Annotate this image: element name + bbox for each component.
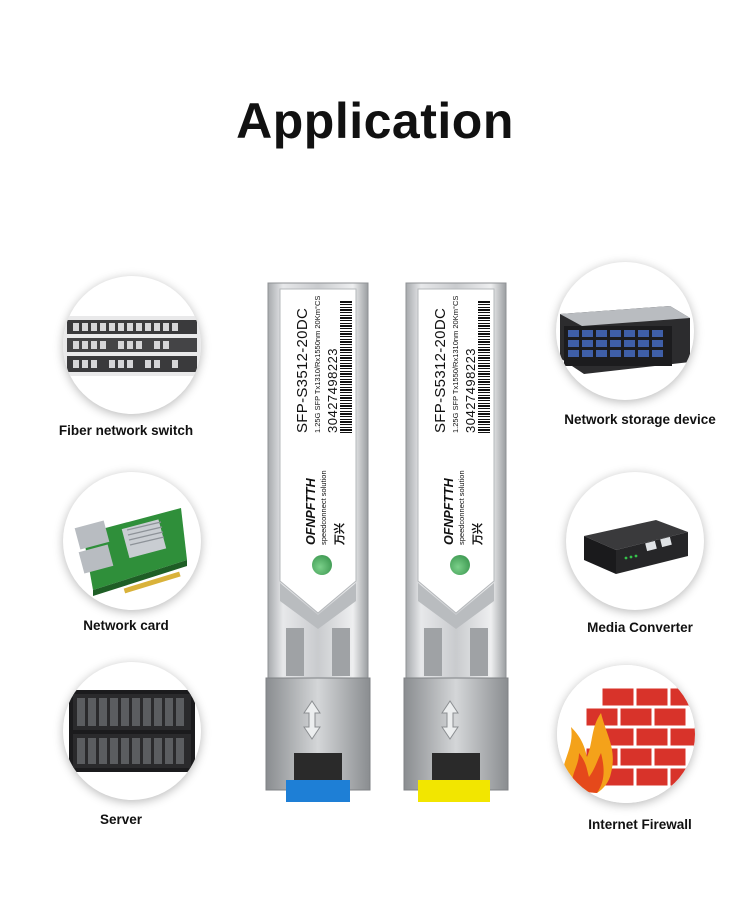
label-internet-firewall: Internet Firewall — [588, 817, 692, 832]
sfp-module-1-tab — [286, 780, 350, 802]
storage-device-icon — [556, 262, 694, 400]
module-1-slogan: speedconnect solution — [319, 470, 328, 545]
module-2-barcode — [478, 301, 490, 433]
module-2-serial: 30427498223 — [463, 347, 478, 433]
label-network-storage-device: Network storage device — [564, 412, 716, 427]
label-server: Server — [99, 812, 143, 827]
brand-logo-icon — [312, 555, 332, 575]
sfp-module-2: OFNPFTTH speedconnect solution 万兴 SFP-S5… — [403, 282, 509, 810]
module-2-chinese: 万兴 — [472, 523, 484, 545]
page-title: Application — [236, 93, 514, 149]
module-1-barcode — [340, 301, 352, 433]
module-2-spec: 1.25G SFP Tx1550/Rx1310nm 20Km°CS — [451, 295, 460, 433]
module-2-brand: OFNPFTTH — [442, 478, 456, 545]
module-1-brand: OFNPFTTH — [304, 478, 318, 545]
sfp-module-2-tab — [418, 780, 490, 802]
module-1-serial: 30427498223 — [325, 347, 340, 433]
module-1-chinese: 万兴 — [334, 523, 346, 545]
module-1-model: SFP-S3512-20DC — [294, 307, 311, 433]
module-1-spec: 1.25G SFP Tx1310/Rx1550nm 20Km°CS — [313, 295, 322, 433]
firewall-icon — [557, 665, 695, 803]
label-network-card: Network card — [83, 618, 169, 633]
network-card-icon — [63, 472, 201, 610]
module-2-slogan: speedconnect solution — [457, 470, 466, 545]
sfp-module-1: OFNPFTTH speedconnect solution 万兴 SFP-S3… — [265, 282, 371, 810]
label-fiber-network-switch: Fiber network switch — [58, 423, 194, 438]
media-converter-icon — [566, 472, 704, 610]
label-media-converter: Media Converter — [587, 620, 693, 635]
brand-logo-icon — [450, 555, 470, 575]
module-2-model: SFP-S5312-20DC — [432, 307, 449, 433]
network-switch-icon — [63, 276, 201, 414]
server-icon — [63, 662, 201, 800]
